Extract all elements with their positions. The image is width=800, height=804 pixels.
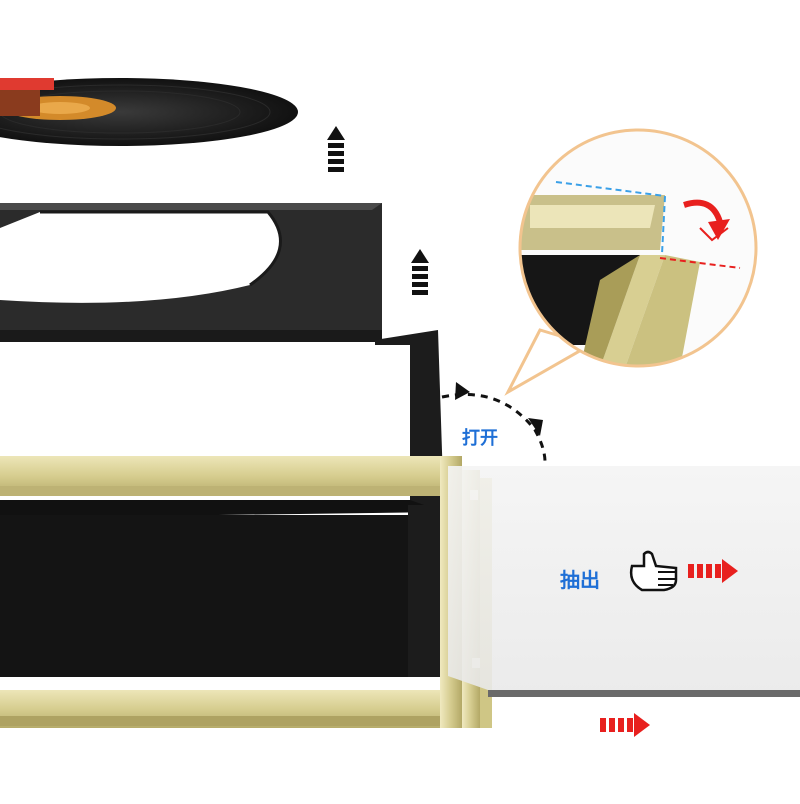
dashed-up-arrow-icon [411, 249, 429, 295]
pointing-hand-icon [629, 550, 678, 592]
pull-out-label: 抽出 [560, 568, 600, 592]
black-felt-backing [0, 515, 408, 677]
glass-sheet [448, 466, 800, 697]
dashed-right-arrow-icon [688, 559, 738, 583]
dashed-right-arrow-icon [600, 713, 650, 737]
black-mat-board [0, 203, 382, 342]
open-label: 打开 [462, 428, 498, 449]
curved-rotate-arrow-icon [683, 199, 730, 242]
dashed-curved-arrow-icon [441, 382, 547, 463]
vinyl-record [0, 78, 298, 146]
detail-callout [504, 128, 758, 396]
black-panel-edge [408, 505, 440, 677]
dashed-up-arrow-icon [327, 126, 345, 172]
